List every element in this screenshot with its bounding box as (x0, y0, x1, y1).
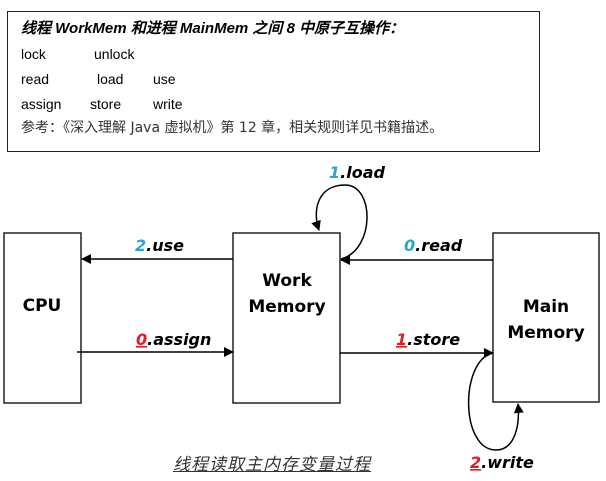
work-memory-label-line1: Work (262, 271, 312, 291)
assign-text: .assign (147, 330, 211, 349)
use-text: .use (146, 236, 184, 255)
ops-row-1: lock unlock (21, 42, 539, 67)
diagram-caption: 线程读取主内存变量过程 (173, 455, 371, 475)
read-text: .read (415, 236, 463, 255)
load-label: 1.load (329, 163, 385, 182)
ops-row-3: assign store write (21, 92, 539, 117)
write-label: 2.write (470, 453, 534, 472)
store-text: .store (407, 330, 460, 349)
op-write: write (153, 96, 183, 112)
assign-label: 0.assign (136, 330, 211, 349)
op-use: use (153, 71, 176, 87)
main-memory-label-line2: Memory (507, 323, 584, 343)
work-memory-label-line2: Memory (248, 297, 325, 317)
op-lock: lock (21, 46, 46, 62)
reference-note: 参考：《深入理解 Java 虚拟机》第 12 章，相关规则详见书籍描述。 (21, 120, 444, 136)
main-memory-label-line1: Main (523, 297, 569, 317)
main-memory-box (492, 232, 600, 403)
store-num: 1 (396, 330, 407, 349)
cpu-box (3, 232, 82, 404)
op-assign: assign (21, 96, 62, 112)
op-store: store (90, 96, 122, 112)
write-text: .write (481, 453, 534, 472)
read-label: 0.read (404, 236, 463, 255)
assign-num: 0 (136, 330, 147, 349)
use-num: 2 (135, 236, 146, 255)
store-label: 1.store (396, 330, 460, 349)
info-title: 线程 WorkMem 和进程 MainMem 之间 8 中原子互操作： (21, 20, 405, 37)
write-num: 2 (470, 453, 481, 472)
write-loop-arrow (467, 352, 524, 451)
load-text: .load (340, 163, 385, 182)
cpu-label: CPU (23, 296, 62, 316)
op-read: read (21, 71, 50, 87)
atomic-operations-box: 线程 WorkMem 和进程 MainMem 之间 8 中原子互操作： lock… (7, 11, 540, 152)
read-num: 0 (404, 236, 415, 255)
load-num: 1 (329, 163, 340, 182)
op-load: load (97, 71, 124, 87)
work-memory-box (232, 232, 341, 404)
ops-row-2: read load use (21, 67, 539, 92)
op-unlock: unlock (94, 46, 135, 62)
load-loop-arrow (311, 184, 368, 260)
use-label: 2.use (135, 236, 184, 255)
